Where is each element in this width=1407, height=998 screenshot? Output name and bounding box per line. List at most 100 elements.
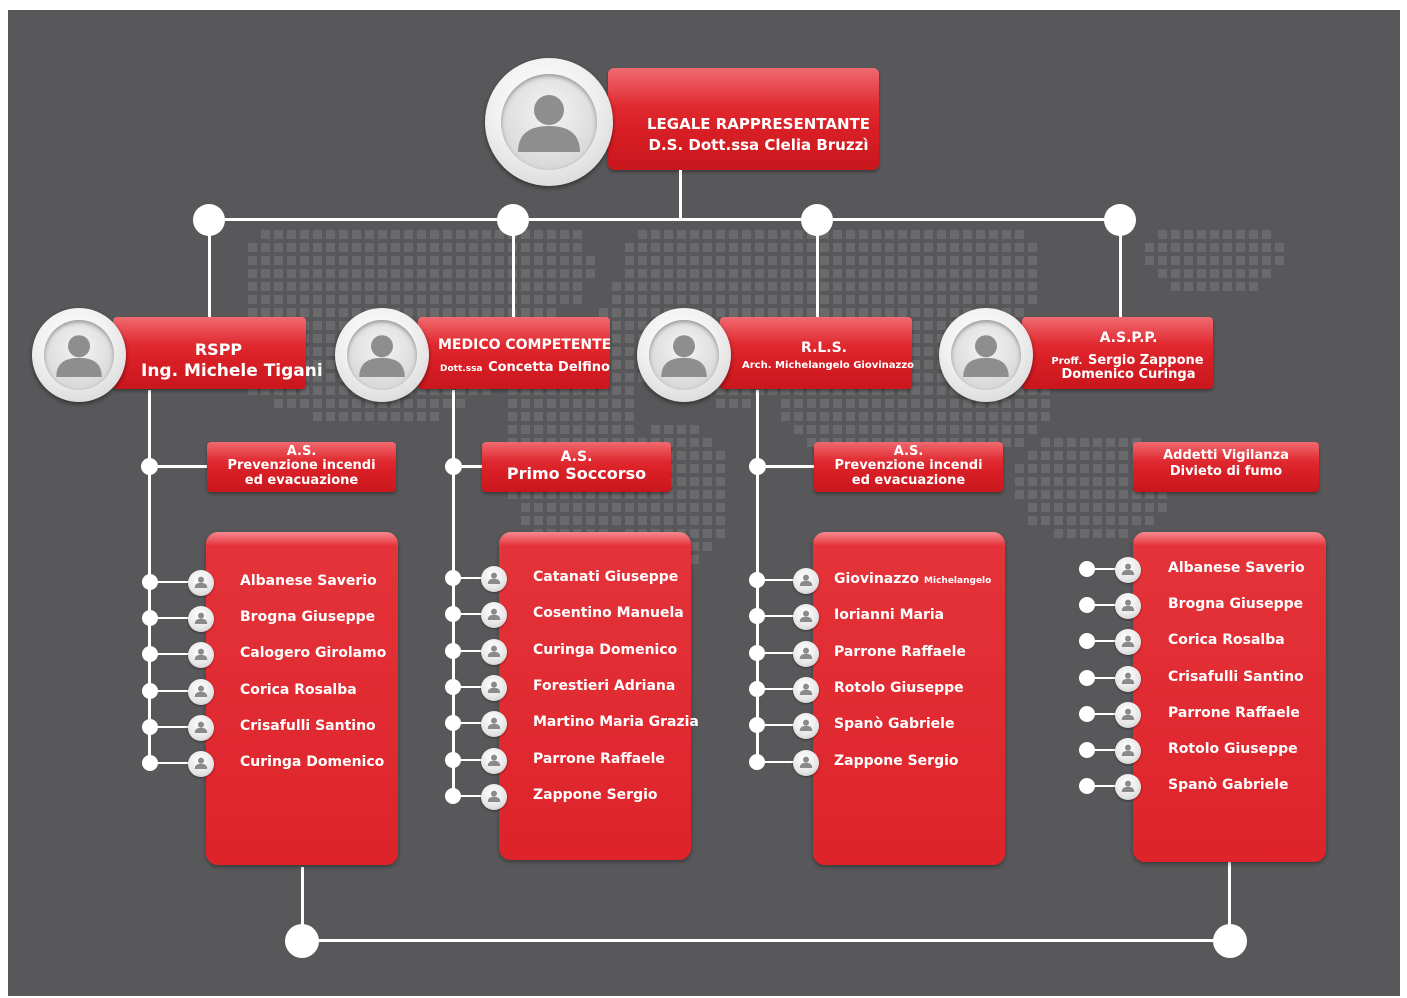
person-icon [56, 335, 102, 377]
role-banner-rspp: RSPP Ing. Michele Tigani [113, 317, 323, 389]
team-label: Primo Soccorso [506, 464, 647, 484]
list-item: Rotolo Giuseppe [1079, 738, 1399, 764]
team-label: A.S. [560, 449, 593, 465]
member-name: Albanese Saverio [240, 573, 377, 589]
connector-node [445, 606, 461, 622]
role-avatar-medico [335, 308, 429, 402]
person-icon [1121, 708, 1135, 720]
connector-line [1091, 640, 1123, 642]
list-item: Crisafulli Santino [142, 715, 462, 741]
member-name: Curinga Domenico [533, 642, 678, 658]
team-banner-rls: A.S. Prevenzione incendi ed evacuazione [814, 442, 1003, 492]
connector-node [749, 717, 765, 733]
connector-node [142, 646, 158, 662]
member-avatar [793, 604, 819, 630]
member-avatar [1115, 774, 1141, 800]
member-avatar [188, 715, 214, 741]
role-avatar-rspp [32, 308, 126, 402]
member-name: Parrone Raffaele [834, 644, 966, 660]
team-card-aspp [1133, 532, 1326, 862]
team-label: ed evacuazione [851, 472, 966, 488]
connector-line [457, 759, 489, 761]
person-icon [194, 648, 208, 660]
connector-line [457, 795, 489, 797]
role-title: RSPP [194, 340, 243, 359]
list-item: Calogero Girolamo [142, 642, 462, 668]
team-label: Prevenzione incendi [834, 458, 983, 474]
member-name: Zappone Sergio [533, 787, 658, 803]
member-name: Calogero Girolamo [240, 645, 387, 661]
list-item: Curinga Domenico [142, 751, 462, 777]
member-avatar [1115, 666, 1141, 692]
connector-line [457, 650, 489, 652]
member-avatar [1115, 557, 1141, 583]
role-banner-rls: R.L.S. Arch. Michelangelo Giovinazzo [720, 317, 914, 389]
member-avatar [793, 641, 819, 667]
person-icon [487, 645, 501, 657]
connector-node [1079, 742, 1095, 758]
member-avatar [1115, 593, 1141, 619]
member-name: Rotolo Giuseppe [834, 680, 964, 696]
role-prefix: Dott.ssa [440, 364, 483, 374]
connector-line [1091, 677, 1123, 679]
org-chart: LEGALE RAPPRESENTANTE D.S. Dott.ssa Clel… [8, 10, 1400, 996]
connector-node [749, 608, 765, 624]
person-icon [799, 610, 813, 622]
person-icon [799, 647, 813, 659]
member-avatar [793, 568, 819, 594]
connector-line [154, 653, 196, 655]
member-avatar [188, 570, 214, 596]
list-item: Parrone Raffaele [749, 641, 1069, 667]
list-item: Rotolo Giuseppe [749, 677, 1069, 703]
person-icon [359, 335, 405, 377]
role-avatar-rls [637, 308, 731, 402]
top-banner: LEGALE RAPPRESENTANTE D.S. Dott.ssa Clel… [608, 68, 879, 170]
list-item: Catanati Giuseppe [445, 566, 765, 592]
connector-node [142, 755, 158, 771]
connector-line [761, 724, 801, 726]
team-label: A.S. [893, 444, 924, 459]
role-banner-aspp: A.S.P.P. Proff. Sergio Zappone Domenico … [1022, 317, 1213, 389]
person-icon [799, 756, 813, 768]
connector-node [445, 715, 461, 731]
member-avatar [188, 606, 214, 632]
role-name: Ing. Michele Tigani [141, 361, 323, 381]
connector-line [761, 579, 801, 581]
top-name: D.S. Dott.ssa Clelia Bruzzì [648, 136, 869, 154]
connector-line [1091, 785, 1123, 787]
connector-line [1091, 568, 1123, 570]
member-name: Catanati Giuseppe [533, 569, 679, 585]
team-card-rspp [206, 532, 398, 865]
list-item: Giovinazzo Michelangelo [749, 568, 1069, 594]
person-icon [487, 681, 501, 693]
person-icon [1121, 780, 1135, 792]
member-avatar [188, 642, 214, 668]
member-avatar [1115, 629, 1141, 655]
list-item: Parrone Raffaele [445, 748, 765, 774]
team-label: Divieto di fumo [1169, 464, 1283, 480]
member-avatar [1115, 702, 1141, 728]
connector-line [1091, 713, 1123, 715]
connector-line [154, 690, 196, 692]
member-avatar [481, 602, 507, 628]
team-label: Addetti Vigilanza [1163, 448, 1289, 463]
member-name: Iorianni Maria [834, 607, 945, 623]
person-icon [487, 608, 501, 620]
member-name: Corica Rosalba [1168, 632, 1285, 648]
role-banner-medico: MEDICO COMPETENTE Dott.ssa Concetta Delf… [418, 317, 611, 389]
team-banner-rspp: A.S. Prevenzione incendi ed evacuazione [207, 442, 396, 492]
list-item: Brogna Giuseppe [1079, 593, 1399, 619]
member-name: Parrone Raffaele [533, 751, 665, 767]
person-icon [1121, 563, 1135, 575]
member-name: Parrone Raffaele [1168, 705, 1300, 721]
role-title: A.S.P.P. [1099, 330, 1158, 346]
list-item: Zappone Sergio [749, 750, 1069, 776]
member-name: Crisafulli Santino [1168, 669, 1304, 685]
connector-line [457, 722, 489, 724]
member-name: Crisafulli Santino [240, 718, 376, 734]
connector-node [1079, 633, 1095, 649]
team-banner-aspp: Addetti Vigilanza Divieto di fumo [1133, 442, 1319, 492]
team-card-medico [499, 532, 691, 860]
list-item: Iorianni Maria [749, 604, 1069, 630]
list-item: Brogna Giuseppe [142, 606, 462, 632]
